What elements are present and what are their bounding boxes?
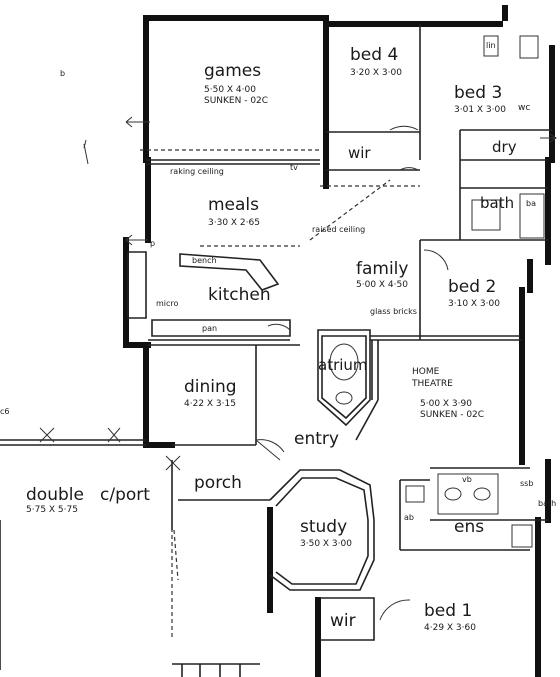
theatre-name-2: THEATRE: [411, 379, 453, 389]
meals-note: raking ceiling: [170, 167, 224, 176]
theatre-dims: 5·00 X 3·90: [420, 399, 472, 409]
ab-mark: ab: [404, 513, 414, 522]
bed1-dims: 4·29 X 3·60: [424, 623, 476, 633]
bed4-name: bed 4: [350, 45, 398, 65]
ens-vb: vb: [462, 475, 472, 484]
meals-dims: 3·30 X 2·65: [208, 218, 260, 228]
room-kitchen: kitchen bench micro pan: [156, 256, 271, 333]
room-games: games 5·50 X 4·00 SUNKEN - 02C: [204, 61, 268, 106]
kitchen-name: kitchen: [208, 285, 271, 305]
ens-bath: bath: [538, 499, 556, 508]
c6-mark: c6: [0, 407, 10, 416]
ens-ssb: ssb: [520, 479, 533, 488]
carport-name-a: double: [26, 485, 84, 505]
p-mark: p: [150, 239, 155, 248]
wir-bottom-label: wir: [330, 611, 356, 631]
porch-label: porch: [194, 473, 242, 493]
bed1-name: bed 1: [424, 601, 472, 621]
bed2-name: bed 2: [448, 277, 496, 297]
lin-mark: lin: [486, 41, 496, 50]
room-home-theatre: HOME THEATRE 5·00 X 3·90 SUNKEN - 02C: [411, 367, 484, 420]
dry-label: dry: [492, 138, 517, 156]
room-bed1: bed 1 4·29 X 3·60: [424, 601, 476, 633]
kitchen-micro: micro: [156, 299, 179, 308]
study-name: study: [300, 517, 347, 537]
interior-walls: [0, 24, 557, 677]
room-carport: double c/port 5·75 X 5·75: [26, 485, 150, 515]
room-meals: raking ceiling meals 3·30 X 2·65: [170, 167, 260, 228]
study-dims: 3·50 X 3·00: [300, 539, 352, 549]
kitchen-pan: pan: [202, 324, 217, 333]
room-bed4: bed 4 3·20 X 3·00: [350, 45, 402, 78]
bed3-name: bed 3: [454, 83, 502, 103]
meals-name: meals: [208, 195, 259, 215]
tv-mark: tv: [290, 163, 298, 172]
bed3-dims: 3·01 X 3·00: [454, 105, 506, 115]
exterior-walls: [123, 5, 555, 677]
b-mark: b: [60, 69, 65, 78]
bed4-dims: 3·20 X 3·00: [350, 68, 402, 78]
room-study: study 3·50 X 3·00: [300, 517, 352, 549]
dining-name: dining: [184, 377, 237, 397]
atrium-label: atrium: [318, 356, 368, 374]
wir-top-label: wir: [348, 144, 371, 162]
room-family: family 5·00 X 4·50: [356, 259, 408, 290]
theatre-note: SUNKEN - 02C: [420, 410, 484, 420]
raised-ceiling-note: raised ceiling: [312, 225, 365, 234]
bath-label: bath: [480, 194, 514, 212]
glass-bricks-note: glass bricks: [370, 307, 417, 316]
games-note: SUNKEN - 02C: [204, 96, 268, 106]
family-name: family: [356, 259, 408, 279]
bath-ba-label: ba: [526, 199, 536, 208]
bed2-dims: 3·10 X 3·00: [448, 299, 500, 309]
games-name: games: [204, 61, 261, 81]
dining-dims: 4·22 X 3·15: [184, 399, 236, 409]
family-dims: 5·00 X 4·50: [356, 280, 408, 290]
room-bed3: bed 3 3·01 X 3·00: [454, 83, 506, 115]
theatre-name-1: HOME: [412, 367, 440, 377]
games-dims: 5·50 X 4·00: [204, 85, 256, 95]
wc-mark: wc: [518, 103, 530, 113]
kitchen-bench: bench: [192, 256, 217, 265]
carport-dims: 5·75 X 5·75: [26, 505, 78, 515]
room-bed2: bed 2 3·10 X 3·00: [448, 277, 500, 309]
ens-name: ens: [454, 517, 484, 537]
room-ensuite: ens vb bath ssb: [454, 475, 556, 537]
room-dining: dining 4·22 X 3·15: [184, 377, 237, 409]
entry-label: entry: [294, 429, 339, 449]
carport-name-b: c/port: [100, 485, 150, 505]
